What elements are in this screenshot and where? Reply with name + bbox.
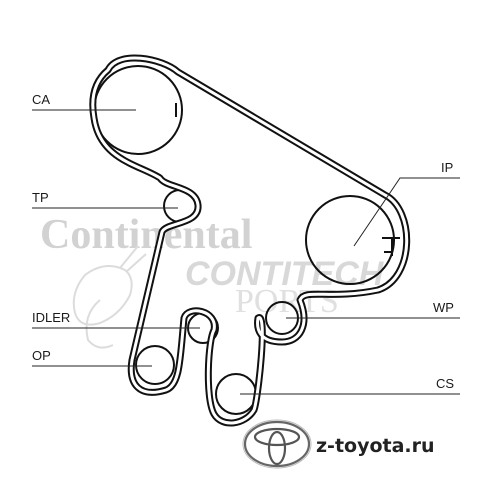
watermark-horse-icon	[72, 245, 147, 349]
leader-lines	[32, 109, 460, 395]
toyota-logo-icon	[242, 419, 312, 469]
labels: CA TP IDLER OP IP WP CS	[32, 92, 454, 391]
watermark: Continental CONTITECH PORTS	[40, 212, 385, 349]
watermark-brand-line2: CONTITECH	[185, 255, 385, 293]
label-ip: IP	[441, 160, 453, 175]
watermark-brand-line3: PORTS	[235, 283, 339, 320]
watermark-brand-line1: Continental	[40, 212, 252, 258]
label-op: OP	[32, 348, 51, 363]
label-tp: TP	[32, 190, 49, 205]
label-wp: WP	[433, 300, 454, 315]
injection-pump-pulley	[305, 195, 395, 285]
oil-pump-pulley	[135, 345, 175, 385]
label-idler: IDLER	[32, 310, 70, 325]
label-cs: CS	[436, 376, 454, 391]
site-name: z-toyota.ru	[316, 435, 435, 457]
leader-ip	[353, 177, 460, 247]
timing-belt	[89, 54, 411, 427]
label-ca: CA	[32, 92, 50, 107]
pump-timing-mark	[382, 237, 400, 256]
